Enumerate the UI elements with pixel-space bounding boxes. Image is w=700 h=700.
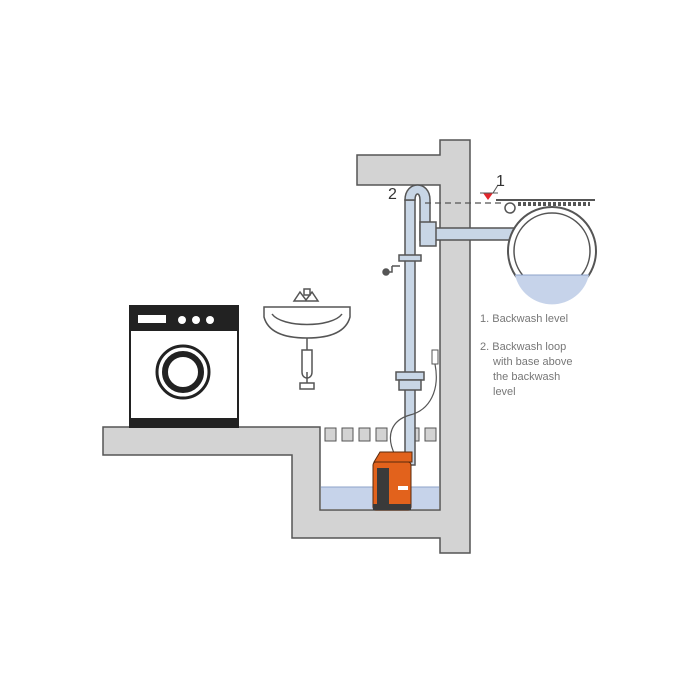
washing-machine-icon: [129, 305, 239, 428]
backwash-level-line: [425, 184, 505, 204]
power-cable: [389, 349, 439, 456]
discharge-pipe: [382, 184, 524, 466]
level-marker-icon: [483, 193, 493, 200]
legend-item-backwash-loop: 2. Backwash loop with base above the bac…: [480, 340, 610, 400]
floor-grate: [324, 427, 437, 442]
wall: [102, 139, 471, 554]
submersible-pump-icon: [372, 451, 413, 511]
sink-icon: [263, 288, 351, 390]
callout-backwash-loop: 2: [388, 186, 397, 203]
legend-line: the backwash: [493, 371, 561, 383]
building-structure: [102, 139, 471, 554]
callout-backwash-level: 1: [496, 173, 505, 190]
legend-line: level: [493, 386, 516, 398]
legend-line: with base above: [493, 356, 573, 368]
legend-line: 2. Backwash loop: [480, 341, 567, 353]
legend-line: 1. Backwash level: [480, 313, 569, 325]
legend-item-backwash-level: 1. Backwash level: [480, 312, 610, 327]
sewer-pipe-icon: [496, 199, 597, 305]
